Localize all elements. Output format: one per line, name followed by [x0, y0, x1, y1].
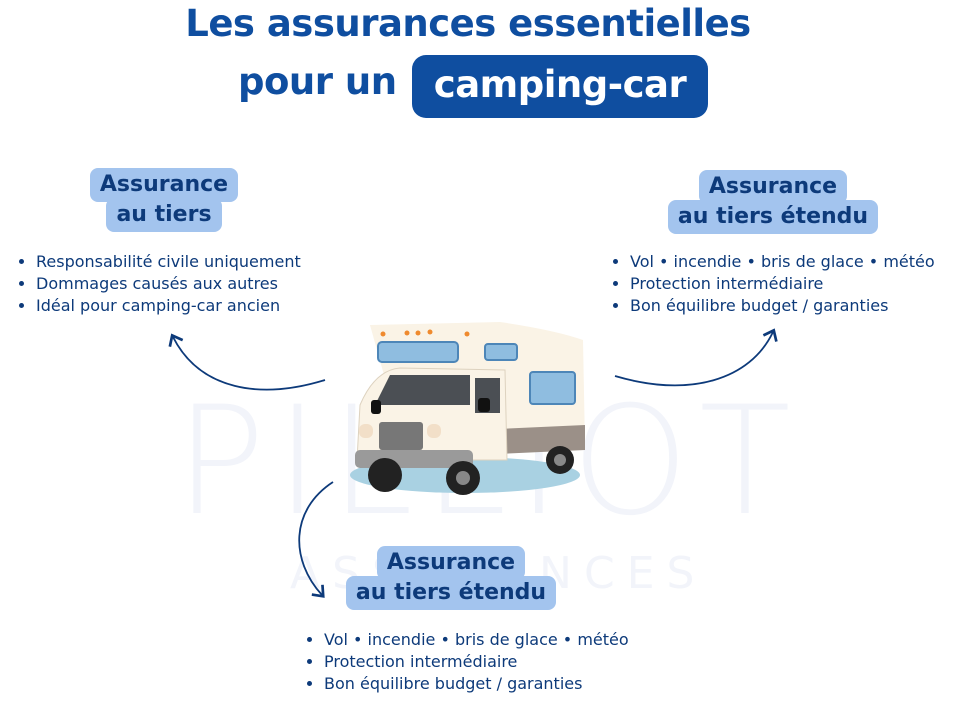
list-item: Responsabilité civile uniquement — [36, 251, 301, 273]
label-bottom-line1: Assurance — [376, 546, 526, 580]
title-highlight: camping-car — [412, 55, 708, 118]
list-item: Idéal pour camping-car ancien — [36, 295, 301, 317]
title-line2: pour un — [238, 60, 397, 103]
label-right-line1: Assurance — [698, 170, 848, 204]
list-item: Bon équilibre budget / garanties — [630, 295, 935, 317]
label-bottom: Assurance au tiers étendu — [321, 546, 581, 610]
arrow-left — [168, 333, 326, 391]
list-item: Dommages causés aux autres — [36, 273, 301, 295]
arrow-right — [614, 328, 778, 387]
label-left: Assurance au tiers — [64, 168, 264, 232]
label-left-line2: au tiers — [106, 198, 222, 232]
list-item: Vol • incendie • bris de glace • météo — [324, 629, 629, 651]
label-right-line2: au tiers étendu — [667, 200, 879, 234]
list-item: Protection intermédiaire — [324, 651, 629, 673]
list-left: Responsabilité civile uniquement Dommage… — [18, 251, 301, 317]
list-bottom: Vol • incendie • bris de glace • météo P… — [306, 629, 629, 695]
page-title: Les assurances essentielles — [185, 2, 751, 45]
list-item: Bon équilibre budget / garanties — [324, 673, 629, 695]
label-left-line1: Assurance — [89, 168, 239, 202]
list-item: Protection intermédiaire — [630, 273, 935, 295]
label-bottom-line2: au tiers étendu — [345, 576, 557, 610]
camping-car-illustration — [350, 322, 585, 495]
list-right: Vol • incendie • bris de glace • météo P… — [612, 251, 935, 317]
label-right: Assurance au tiers étendu — [643, 170, 903, 234]
list-item: Vol • incendie • bris de glace • météo — [630, 251, 935, 273]
arrow-bottom — [298, 481, 334, 598]
